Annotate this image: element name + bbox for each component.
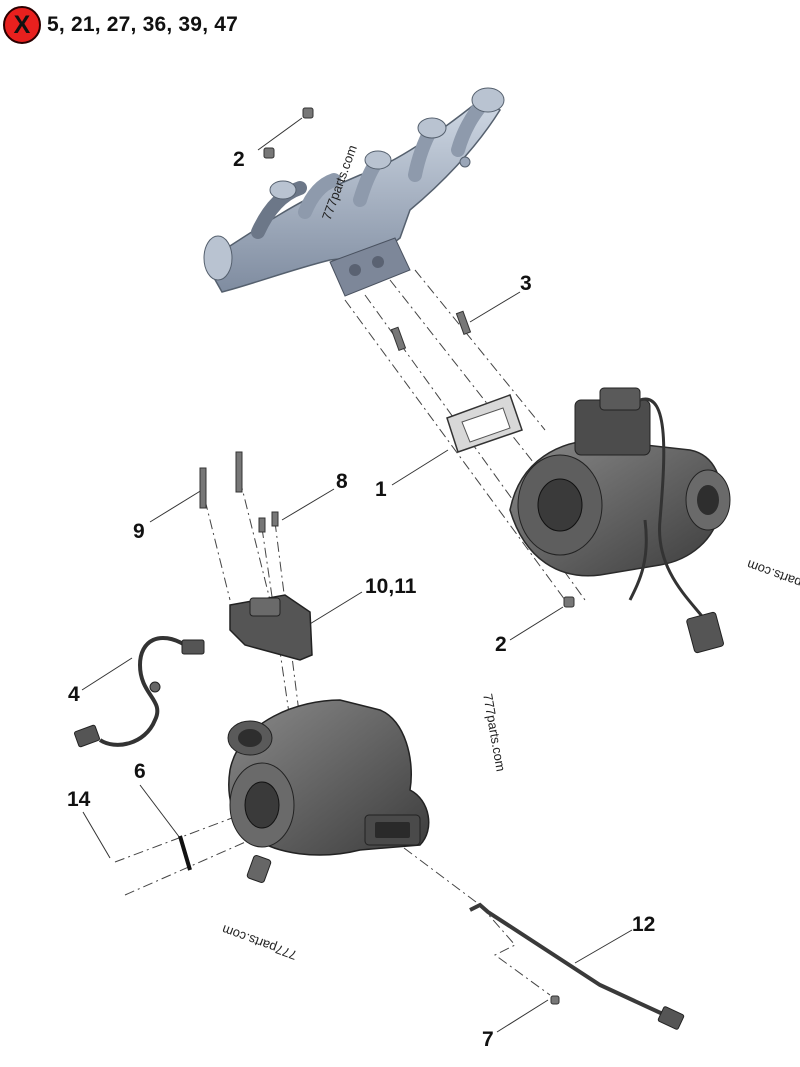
callout-14: 14: [67, 788, 91, 811]
callout-12: 12: [632, 913, 656, 936]
callout-1: 1: [375, 478, 387, 501]
turbo-actuator: [229, 594, 313, 661]
small-hardware: [199, 107, 575, 1005]
turbocharger-assembly: [509, 387, 731, 654]
callout-8: 8: [336, 470, 348, 493]
turbocharger: [227, 699, 430, 884]
exhaust-manifold: [203, 87, 505, 297]
callout-7: 7: [482, 1028, 494, 1051]
excluded-x-icon: X: [3, 6, 41, 44]
excluded-parts-list: 5, 21, 27, 36, 39, 47: [47, 13, 239, 36]
callout-9: 9: [133, 520, 145, 543]
exhaust-temperature-sensor: [469, 902, 685, 1030]
callout-10-11: 10,11: [365, 575, 417, 598]
callout-2-turbo-nut: 2: [495, 633, 507, 656]
callout-2-manifold-nut: 2: [233, 148, 245, 171]
callout-4: 4: [68, 683, 80, 706]
callout-3: 3: [520, 272, 532, 295]
callout-6: 6: [134, 760, 146, 783]
flange-gasket: [446, 394, 523, 453]
leader-lines: [81, 117, 633, 1033]
assembly-lines: [114, 269, 586, 996]
wiring-harness: [73, 635, 205, 748]
dowel-pin: [178, 835, 192, 871]
excluded-parts-note: X 5, 21, 27, 36, 39, 47: [3, 5, 238, 45]
